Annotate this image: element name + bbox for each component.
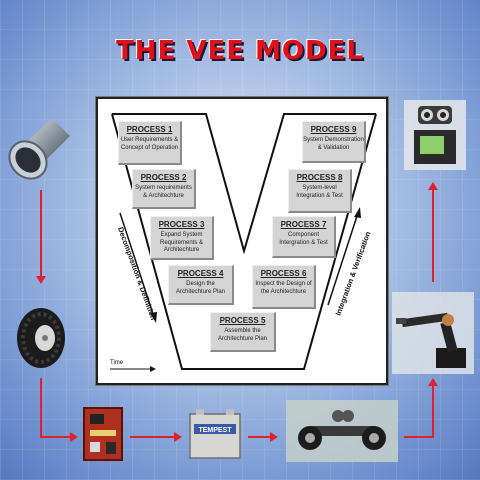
process-2-desc: System requirements & Architechture bbox=[135, 185, 192, 199]
process-9-box: PROCESS 9 System Demonstration & Validat… bbox=[302, 121, 366, 163]
process-9-heading: PROCESS 9 bbox=[310, 125, 357, 134]
process-6-box: PROCESS 6 Inspect the Design of the Arch… bbox=[252, 265, 316, 309]
process-4-heading: PROCESS 4 bbox=[177, 269, 224, 278]
circuit-board-icon bbox=[83, 407, 123, 461]
process-8-desc: System-level Integration & Test bbox=[296, 185, 343, 199]
process-5-heading: PROCESS 5 bbox=[219, 316, 266, 325]
process-8-box: PROCESS 8 System-level Integration & Tes… bbox=[288, 169, 352, 213]
process-7-desc: Component Intergration & Test bbox=[279, 232, 328, 246]
robot-arm-icon bbox=[392, 292, 474, 374]
process-8-heading: PROCESS 8 bbox=[296, 173, 343, 182]
wheel-icon bbox=[17, 308, 65, 368]
process-3-heading: PROCESS 3 bbox=[158, 220, 205, 229]
vee-diagram: PROCESS 1 User Requirements & Concept of… bbox=[96, 97, 388, 385]
vee-outline bbox=[110, 113, 377, 372]
time-label: Time bbox=[110, 360, 124, 366]
process-3-desc: Expand System Requirements & Architechtu… bbox=[159, 232, 204, 253]
process-2-heading: PROCESS 2 bbox=[140, 173, 187, 182]
process-4-desc: Design the Architechture Plan bbox=[175, 281, 226, 295]
process-6-heading: PROCESS 6 bbox=[260, 269, 307, 278]
process-3-box: PROCESS 3 Expand System Requirements & A… bbox=[150, 216, 214, 260]
process-6-desc: Inspect the Design of the Architechture bbox=[255, 281, 312, 295]
pipe-icon bbox=[8, 118, 70, 180]
process-5-box: PROCESS 5 Assemble the Architechture Pla… bbox=[210, 312, 276, 352]
process-9-desc: System Demonstration & Validation bbox=[303, 137, 364, 151]
process-1-box: PROCESS 1 User Requirements & Concept of… bbox=[118, 121, 182, 165]
process-5-desc: Assemble the Architechture Plan bbox=[217, 328, 268, 342]
process-1-heading: PROCESS 1 bbox=[126, 125, 173, 134]
process-4-box: PROCESS 4 Design the Architechture Plan bbox=[168, 265, 234, 305]
svg-text:TEMPEST: TEMPEST bbox=[198, 427, 232, 434]
battery-icon: TEMPEST bbox=[189, 409, 241, 459]
page-title: THE VEE MODEL bbox=[116, 36, 364, 66]
process-1-desc: User Requirements & Concept of Operation bbox=[120, 137, 179, 151]
process-7-heading: PROCESS 7 bbox=[280, 220, 327, 229]
robot-chassis-icon bbox=[286, 400, 398, 462]
process-2-box: PROCESS 2 System requirements & Architec… bbox=[132, 169, 196, 209]
robot-head-icon bbox=[404, 100, 466, 170]
process-7-box: PROCESS 7 Component Intergration & Test bbox=[272, 216, 336, 258]
